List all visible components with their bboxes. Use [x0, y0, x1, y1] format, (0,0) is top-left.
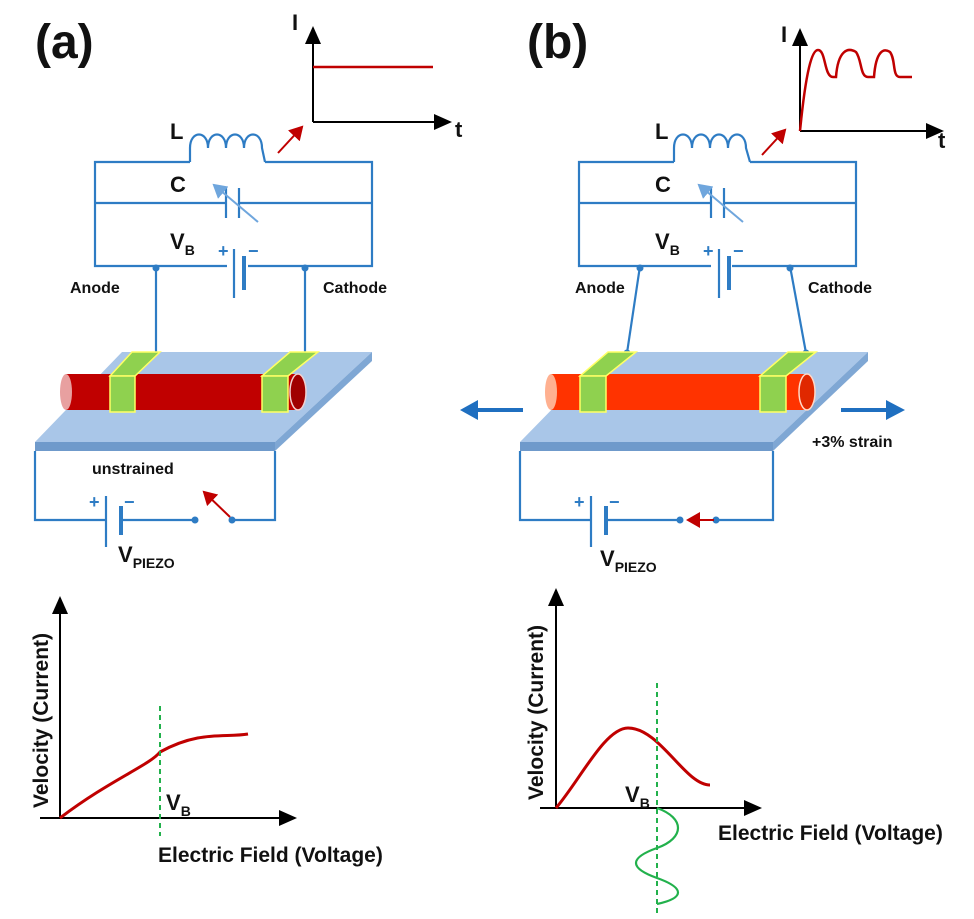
inset-pointer-arrow — [277, 125, 304, 154]
inductor-coil — [188, 133, 267, 163]
anode-label: Anode — [70, 280, 120, 297]
graph-x-label: Electric Field (Voltage) — [158, 844, 383, 867]
nanotube-end-right — [798, 373, 816, 411]
strain-arrow-left — [460, 400, 523, 420]
inset-x-label: t — [455, 117, 463, 142]
circuit-wire-right — [248, 160, 374, 268]
inset-x-label: t — [938, 128, 946, 153]
circuit-wire-left — [577, 160, 711, 268]
strain-label: unstrained — [92, 461, 174, 478]
battery-label: VB — [170, 229, 195, 258]
anode-contact-band — [109, 375, 136, 413]
cathode-label: Cathode — [808, 280, 872, 297]
battery-minus: − — [733, 241, 744, 261]
piezo-wire-right — [716, 451, 775, 522]
switch-node-right — [228, 516, 236, 524]
saturating-velocity-curve — [59, 732, 249, 820]
anode-node — [152, 264, 160, 272]
inductor-label: L — [655, 119, 668, 144]
panel-a-device — [35, 351, 372, 451]
capacitor-label: C — [655, 172, 671, 197]
panel-b-inset-graph: I t — [781, 22, 946, 153]
strain-label: +3% strain — [812, 434, 892, 451]
cathode-lead — [788, 265, 808, 354]
circuit-wire-right — [732, 160, 858, 268]
inset-y-label: I — [781, 22, 787, 47]
graph-marker-label: VB — [166, 790, 191, 819]
inset-y-label: I — [292, 10, 298, 35]
panel-a: (a) I t L C V — [30, 10, 463, 867]
piezo-minus: − — [124, 492, 135, 512]
switch-node-left — [191, 516, 199, 524]
piezo-wire-right — [232, 451, 277, 522]
panel-a-piezo-circuit — [33, 451, 277, 547]
panel-b-label: (b) — [527, 16, 588, 69]
piezo-voltage-label: VPIEZO — [118, 542, 175, 571]
variable-capacitor-arrow — [697, 183, 744, 223]
inductor-label: L — [170, 119, 183, 144]
battery-plus: + — [218, 241, 229, 261]
piezo-wire-left — [33, 451, 195, 522]
graph-x-label: Electric Field (Voltage) — [718, 822, 943, 845]
switch-node-left — [676, 516, 684, 524]
anode-label: Anode — [575, 280, 625, 297]
panel-b-resonant-circuit — [577, 133, 858, 357]
negative-differential-velocity-curve — [554, 726, 711, 809]
cathode-contact-band — [759, 375, 787, 413]
graph-y-label: Velocity (Current) — [30, 633, 53, 808]
inset-pointer-arrow — [761, 128, 787, 156]
panel-a-inset-graph: I t — [292, 10, 463, 142]
anode-node — [636, 264, 644, 272]
panel-b: (b) I t L C V — [460, 16, 946, 914]
panel-b-device — [520, 351, 868, 451]
strain-arrow-right — [841, 400, 905, 420]
battery-minus: − — [248, 241, 259, 261]
graph-marker-label: VB — [625, 782, 650, 811]
panel-b-piezo-circuit — [518, 451, 775, 547]
piezo-minus: − — [609, 492, 620, 512]
nanotube — [66, 374, 298, 410]
panel-a-velocity-graph — [40, 596, 297, 836]
piezo-voltage-label: VPIEZO — [600, 546, 657, 575]
cathode-node — [301, 264, 309, 272]
oscillating-current-trace — [798, 48, 912, 132]
panel-a-label: (a) — [35, 16, 94, 69]
piezo-plus: + — [574, 492, 585, 512]
anode-lead — [625, 265, 642, 354]
battery-plus: + — [703, 241, 714, 261]
cathode-contact-band — [261, 375, 289, 413]
nanotube-end-left — [545, 374, 557, 410]
capacitor-label: C — [170, 172, 186, 197]
piezo-wire-left — [518, 451, 680, 522]
switch-node-right — [712, 516, 720, 524]
nanotube-end-right — [289, 373, 307, 411]
cathode-label: Cathode — [323, 280, 387, 297]
variable-capacitor-arrow — [212, 183, 259, 223]
substrate-edge — [520, 442, 773, 451]
battery-label: VB — [655, 229, 680, 258]
substrate-side — [275, 352, 372, 451]
piezo-plus: + — [89, 492, 100, 512]
graph-y-label: Velocity (Current) — [525, 625, 548, 800]
inductor-coil — [672, 133, 752, 163]
panel-a-resonant-circuit — [93, 133, 374, 361]
cathode-node — [786, 264, 794, 272]
oscillation-waveform — [635, 806, 679, 906]
panel-b-velocity-graph — [540, 588, 762, 914]
open-switch — [202, 490, 231, 518]
anode-contact-band — [579, 375, 607, 413]
nanotube-end-left — [60, 374, 72, 410]
substrate-edge — [35, 442, 275, 451]
substrate-side — [773, 352, 868, 451]
circuit-wire-left — [93, 160, 227, 268]
